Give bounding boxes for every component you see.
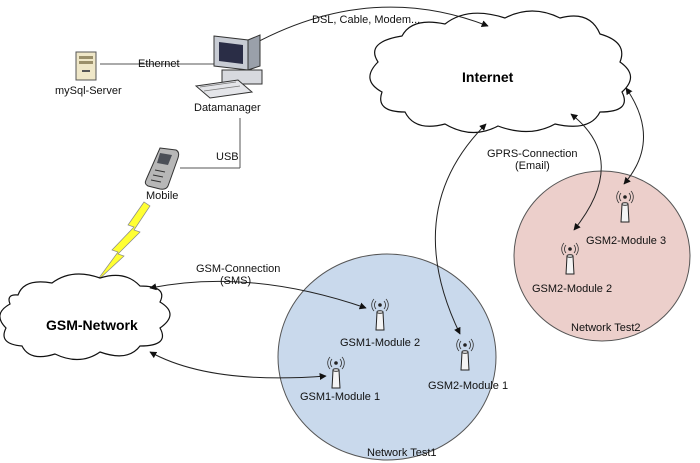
usb-label: USB [216, 151, 239, 163]
network-test1-label: Network Test1 [367, 447, 437, 459]
gprs-label-1: GPRS-Connection [487, 148, 578, 160]
gsm-connection-label-2: (SMS) [220, 275, 251, 287]
gsm-connection-label-1: GSM-Connection [196, 263, 280, 275]
network-test2-area [513, 170, 691, 342]
gsm-connection-module2 [149, 280, 367, 310]
gsm-network-label: GSM-Network [46, 317, 138, 333]
dsl-label: DSL, Cable, Modem... [312, 14, 420, 26]
internet-label: Internet [462, 69, 514, 85]
dsl-connection [249, 6, 489, 47]
gsm2-module1-label: GSM2-Module 1 [428, 380, 508, 392]
gprs-to-module3 [623, 87, 644, 185]
gsm2-module3-label: GSM2-Module 3 [586, 235, 666, 247]
gsm1-module1-label: GSM1-Module 1 [300, 391, 380, 403]
computer-icon [194, 34, 263, 99]
server-icon [75, 51, 97, 81]
gprs-to-module2 [570, 113, 602, 231]
gsm2-module2-label: GSM2-Module 2 [532, 283, 612, 295]
datamanager-label: Datamanager [194, 102, 261, 114]
mobile-phone-icon [144, 147, 180, 190]
gprs-connection [434, 123, 487, 335]
gsm-connection-module1 [149, 351, 327, 380]
gsm1-module2-label: GSM1-Module 2 [340, 337, 420, 349]
gprs-label-2: (Email) [515, 160, 550, 172]
mobile-label: Mobile [146, 190, 178, 202]
lightning-bolt-icon [95, 201, 151, 283]
gsm-network-cloud [0, 273, 171, 361]
mysql-server-label: mySql-Server [55, 85, 122, 97]
network-test2-label: Network Test2 [571, 322, 641, 334]
ethernet-label: Ethernet [138, 58, 180, 70]
